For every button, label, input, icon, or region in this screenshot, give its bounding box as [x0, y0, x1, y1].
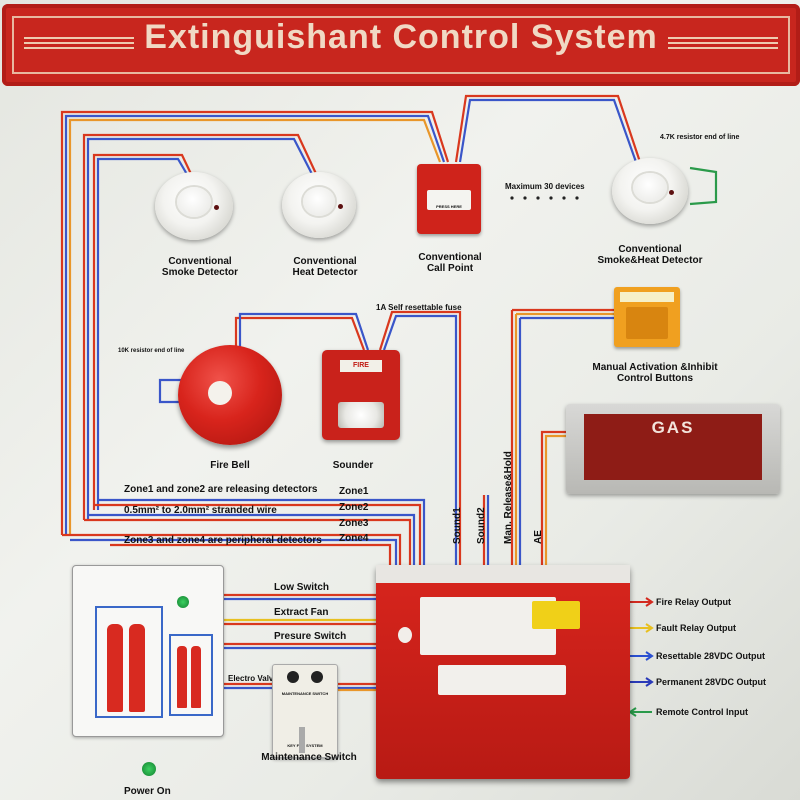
sounder-strobe — [338, 402, 384, 428]
sounder-fire-text: FIRE — [340, 360, 382, 372]
cylinder-rack-small — [169, 634, 213, 716]
fire-bell-label: Fire Bell — [210, 460, 250, 471]
gas-sign-text: GAS — [651, 418, 695, 437]
maintenance-box-bottom: KEY FOR SYSTEM — [287, 743, 323, 748]
maintenance-switch: MAINTENANCE SWITCH KEY FOR SYSTEM — [272, 664, 338, 758]
output-label: Permanent 28VDC Output — [656, 677, 767, 687]
output-label: Fire Relay Output — [656, 597, 732, 607]
vertical-label: Sound2 — [476, 507, 487, 544]
gas-sign: GAS — [566, 404, 780, 494]
power-on-label: Power On — [124, 786, 171, 797]
cylinder — [107, 624, 123, 712]
cylinder — [177, 646, 187, 708]
maintenance-switch-label: Maintenance Switch — [261, 752, 357, 763]
maintenance-box-title: MAINTENANCE SWITCH — [281, 691, 329, 696]
call-point: PRESS HERE — [417, 164, 481, 234]
manual-activation-plate — [620, 292, 674, 302]
banner-stripes-left — [24, 34, 134, 54]
input-label: Presure Switch — [274, 631, 347, 642]
switch-knob — [287, 671, 299, 683]
banner-stripes-right — [668, 34, 778, 54]
max-devices-note: Maximum 30 devices — [505, 182, 585, 191]
panel-top-strip — [376, 565, 630, 583]
smoke-detector — [155, 172, 233, 240]
smoke-detector-label: Conventional Smoke Detector — [161, 256, 239, 278]
smoke-heat-detector-label: Conventional Smoke&Heat Detector — [597, 244, 703, 266]
cylinder-panel — [72, 565, 224, 737]
zone-label: Zone1 — [339, 486, 369, 497]
cylinder — [129, 624, 145, 712]
resistor-10k-note: 10K resistor end of line — [118, 348, 185, 354]
smoke-heat-detector — [612, 158, 688, 224]
control-panel — [376, 565, 630, 779]
key-icon — [299, 727, 305, 753]
vertical-label: Man. Release&Hold — [503, 451, 514, 544]
zone-label: Zone2 — [339, 502, 369, 513]
title-banner: Extinguishant Control System — [2, 4, 800, 86]
manual-activation-unit — [614, 287, 680, 347]
sounder-label: Sounder — [332, 460, 374, 471]
panel-buttons — [438, 665, 566, 695]
indicator-led — [177, 596, 189, 608]
note-releasing: Zone1 and zone2 are releasing detectors — [124, 484, 318, 495]
output-label: Remote Control Input — [656, 707, 748, 717]
note-wire: 0.5mm² to 2.0mm² stranded wire — [124, 505, 277, 516]
fire-bell — [178, 345, 282, 445]
vertical-label: AE — [533, 530, 544, 544]
panel-label-card — [532, 601, 580, 629]
panel-logo — [398, 627, 412, 643]
output-label: Resettable 28VDC Output — [656, 651, 766, 661]
cylinder — [191, 646, 201, 708]
heat-detector — [282, 172, 356, 238]
zone-label: Zone3 — [339, 518, 369, 529]
vertical-label: Sound1 — [452, 507, 463, 544]
fuse-note: 1A Self resettable fuse — [376, 303, 462, 312]
gas-sign-panel — [584, 414, 762, 480]
manual-activation-button — [626, 307, 668, 339]
power-led — [142, 762, 156, 776]
input-label: Extract Fan — [274, 607, 329, 618]
cylinder-rack — [95, 606, 163, 718]
sounder: FIRE — [322, 350, 400, 440]
call-point-label: Conventional Call Point — [418, 252, 482, 274]
call-point-text: PRESS HERE — [436, 204, 462, 209]
note-peripheral: Zone3 and zone4 are peripheral detectors — [124, 535, 322, 546]
resistor-note: 4.7K resistor end of line — [660, 134, 740, 141]
zone-label: Zone4 — [339, 533, 369, 544]
manual-activation-label: Manual Activation &Inhibit Control Butto… — [592, 362, 718, 384]
switch-knob — [311, 671, 323, 683]
fire-bell-center — [208, 381, 232, 405]
page-title: Extinguishant Control System — [144, 18, 658, 56]
input-label: Electro Valve — [228, 674, 278, 683]
input-label: Low Switch — [274, 582, 329, 593]
heat-detector-label: Conventional Heat Detector — [292, 256, 358, 278]
output-label: Fault Relay Output — [656, 623, 737, 633]
call-point-glass — [427, 190, 471, 210]
